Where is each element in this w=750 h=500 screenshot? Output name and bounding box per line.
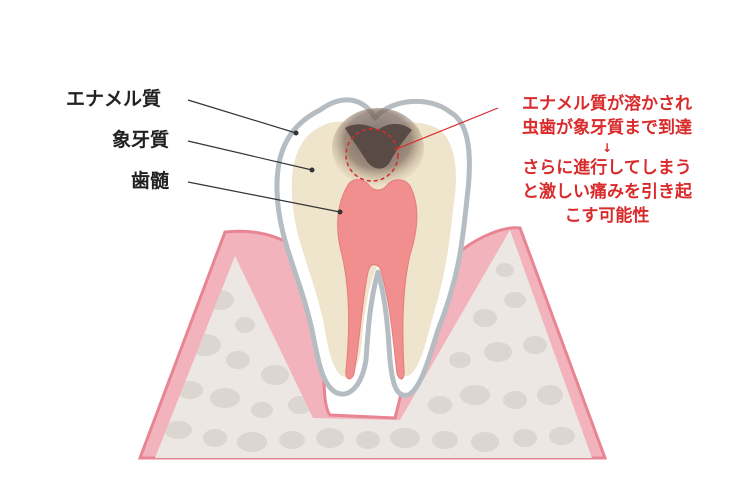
pulp-leader-line bbox=[187, 181, 341, 213]
note-down-arrow: ↓ bbox=[601, 141, 613, 155]
note-line-3: さらに進行してしまう bbox=[522, 158, 692, 178]
tooth-pulp bbox=[337, 179, 418, 380]
pulp-leader-dot bbox=[337, 209, 343, 215]
dentin-label: 象牙質 bbox=[112, 129, 170, 151]
enamel-leader-dot bbox=[293, 130, 299, 136]
note-line-5: こす可能性 bbox=[564, 206, 650, 226]
jaw-bone bbox=[155, 230, 592, 458]
note-line-1: エナメル質が溶かされ bbox=[522, 94, 692, 114]
pulp-label: 歯髄 bbox=[131, 170, 170, 192]
enamel-label: エナメル質 bbox=[66, 88, 162, 110]
dentin-leader-line bbox=[187, 140, 313, 171]
enamel-leader-line bbox=[187, 99, 297, 134]
caries-progression-note: エナメル質が溶かされ 虫歯が象牙質まで到達 ↓ さらに進行してしまう と激しい痛… bbox=[476, 92, 738, 228]
note-leader-line bbox=[393, 107, 499, 151]
note-line-4: と激しい痛みを引き起 bbox=[522, 182, 692, 202]
cavity bbox=[345, 124, 412, 169]
note-line-2: 虫歯が象牙質まで到達 bbox=[522, 118, 692, 138]
dentin-leader-dot bbox=[309, 167, 315, 173]
decay-highlight-circle bbox=[345, 128, 399, 182]
